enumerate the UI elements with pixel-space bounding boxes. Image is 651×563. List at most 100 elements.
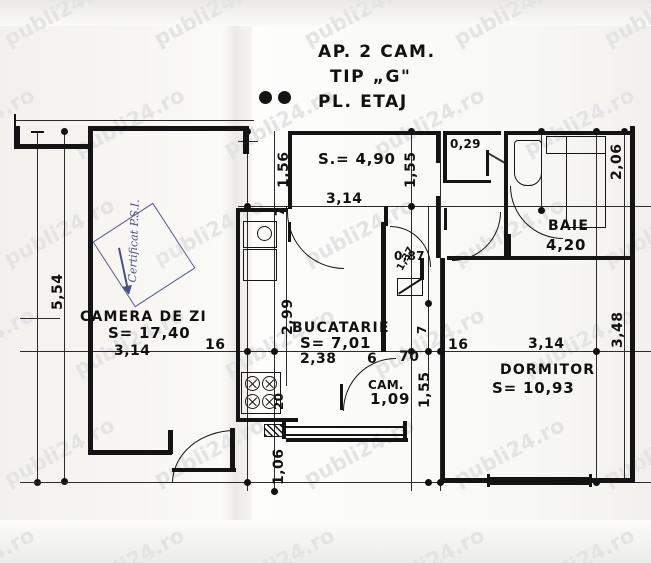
dimension-line-v-right-inner: [596, 131, 597, 482]
dim-seg-16-left: 16: [205, 337, 226, 353]
toilet-fixture: [514, 140, 542, 186]
watermark-text: publi24.ro: [0, 523, 39, 563]
bedroom-door-swing-arc: [452, 212, 501, 261]
dim-pantry-v: 1,55: [417, 371, 433, 408]
title-bullet-dot: [278, 91, 291, 104]
hall-area: S.= 4,90: [318, 150, 396, 168]
bedroom-window-jamb-right: [589, 474, 592, 487]
dimension-line-v-corridor: [440, 131, 441, 491]
dim-dot: [425, 479, 432, 486]
wall-balcony-sill: [172, 468, 236, 472]
dim-dot: [271, 348, 278, 355]
wall-left-end: [14, 126, 16, 148]
room-label-bedroom: DORMITOR: [500, 362, 596, 378]
wall-closet-jamb: [486, 150, 489, 176]
kitchen-door-jamb: [288, 222, 291, 242]
dimension-line-v-pantry: [428, 206, 429, 386]
wall-hall-top: [290, 131, 440, 135]
watermark-text: publi24.ro: [600, 0, 651, 52]
kitchen-cabinet: [243, 249, 277, 281]
dim-dot: [244, 348, 251, 355]
dimension-line-bottom: [20, 482, 651, 483]
balcony-door-swing-arc: [172, 430, 235, 483]
room-area-kitchen: S= 7,01: [300, 334, 372, 352]
bedroom-window-outer: [490, 477, 590, 479]
dim-dot: [408, 348, 415, 355]
dim-dot: [425, 348, 432, 355]
stamp-border: [92, 202, 196, 308]
dim-dot: [425, 300, 432, 307]
wall-balcony-jamb-right: [230, 428, 235, 470]
dimension-line-v-hall-right: [411, 131, 412, 491]
wall-bath-top: [504, 131, 634, 135]
balcony-window-jamb-left: [282, 421, 286, 439]
dim-right-overall: 3,48: [610, 311, 626, 348]
stove-burner: [245, 376, 260, 391]
wall-kitchen-top: [236, 208, 288, 212]
wall-exterior-top-living: [88, 126, 248, 131]
kitchen-sink-bowl: [257, 226, 272, 241]
balcony-window-jamb-right: [403, 421, 407, 439]
dim-left-overall: 5,54: [50, 273, 66, 310]
title-line-1: AP. 2 CAM.: [318, 42, 436, 62]
dim-kitchen-v: 2,99: [280, 298, 296, 335]
dimension-line-left-outer: [37, 131, 38, 482]
dimension-line-left-seg: [20, 318, 60, 319]
wall-living-left-lower: [88, 350, 93, 454]
dim-hall-right-v: 1,55: [403, 151, 419, 188]
stove-burner: [262, 376, 277, 391]
stove-burner: [262, 394, 277, 409]
room-area-living: S= 17,40: [108, 324, 191, 342]
dim-dot: [593, 348, 600, 355]
wall-exterior-right-upper: [630, 126, 635, 262]
dim-dot: [244, 479, 251, 486]
paper-band-bottom: [0, 520, 651, 563]
wall-balcony-parapet: [286, 438, 408, 442]
stove-burner: [245, 394, 260, 409]
wall-closet-left: [443, 131, 447, 183]
niche-fixture: [397, 278, 423, 296]
dim-door-087: 0,87: [394, 249, 425, 263]
dim-tick: [14, 114, 16, 127]
wall-kitchen-bottom: [236, 418, 298, 422]
watermark-text: publi24.ro: [370, 523, 489, 563]
dim-kitchen-width: 2,38: [300, 351, 337, 367]
wall-kitchen-right: [381, 222, 386, 352]
bedroom-door-jamb: [444, 208, 447, 230]
psi-certificate-stamp: Certificat P.S.I.: [92, 199, 196, 308]
wall-living-right-stub: [243, 126, 249, 154]
bath-door-jamb: [508, 234, 511, 258]
dim-seg-7b: 7: [273, 207, 287, 216]
watermark-text: publi24.ro: [150, 0, 269, 52]
title-bullet-dot: [259, 91, 272, 104]
wall-living-bottom-left: [88, 450, 172, 455]
wall-corridor-bottom: [447, 256, 505, 260]
dimension-line-hall-bottom: [238, 206, 651, 207]
title-line-3: PL. ETAJ: [318, 92, 408, 112]
watermark-text: publi24.ro: [0, 0, 119, 52]
bathtub-fixture: [566, 136, 606, 228]
dimension-line-v-right-outer: [624, 131, 625, 482]
watermark-text: publi24.ro: [520, 523, 639, 563]
dim-dot: [61, 478, 68, 485]
dim-seg-6: 6: [367, 351, 378, 367]
wall-balcony-jamb-left: [168, 430, 173, 454]
stamp-arrow-icon: [118, 247, 130, 293]
balcony-window-outer: [285, 426, 405, 428]
watermark-text: publi24.ro: [0, 83, 39, 162]
dim-hall-top-width: 3,14: [326, 191, 363, 207]
room-label-kitchen: BUCATARIE: [292, 320, 390, 336]
watermark-text: publi24.ro: [70, 523, 189, 563]
kitchen-door-swing-arc: [287, 212, 344, 269]
watermark-text: publi24.ro: [0, 193, 119, 272]
wall-hall-right-upper: [436, 131, 440, 163]
wall-bath-left: [504, 131, 508, 259]
room-area-bath: 4,20: [546, 236, 587, 254]
dimension-line-v-hall-left: [247, 131, 248, 491]
wall-bath-bottom: [504, 256, 635, 260]
dim-bedroom-width: 3,14: [528, 336, 565, 352]
dim-seg-16-right: 16: [448, 337, 469, 353]
title-line-2: TIP „G": [330, 67, 412, 87]
dim-bath-v: 2,06: [609, 143, 625, 180]
wall-closet-bottom: [443, 180, 491, 183]
